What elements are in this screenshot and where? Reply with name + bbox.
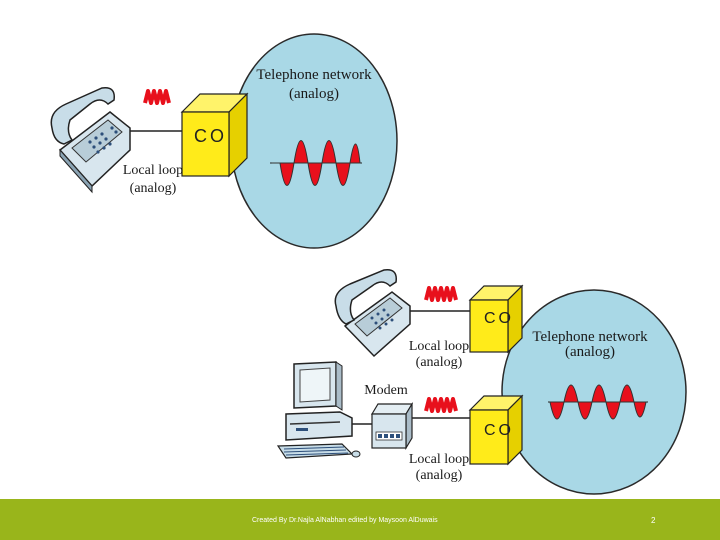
local-loop-title: Local loop xyxy=(404,453,474,467)
footer-bar: Created By Dr.Najla AlNabhan edited by M… xyxy=(0,499,720,540)
modem-icon xyxy=(372,404,412,448)
footer-credit: Created By Dr.Najla AlNabhan edited by M… xyxy=(252,517,438,524)
analog-signal-icon xyxy=(426,288,456,300)
local-loop-subtitle: (analog) xyxy=(404,469,474,483)
page-number: 2 xyxy=(651,516,655,525)
computer-icon xyxy=(278,362,360,458)
modem-label: Modem xyxy=(356,384,416,398)
local-loop-subtitle: (analog) xyxy=(404,356,474,370)
network-cloud xyxy=(502,290,686,494)
co-label: CO xyxy=(484,422,514,440)
co-label: CO xyxy=(484,310,514,328)
local-loop-title: Local loop xyxy=(404,340,474,354)
network-title: Telephone network xyxy=(530,330,650,345)
network-subtitle: (analog) xyxy=(530,345,650,360)
telephone-icon xyxy=(335,270,410,356)
analog-signal-icon xyxy=(426,399,456,411)
